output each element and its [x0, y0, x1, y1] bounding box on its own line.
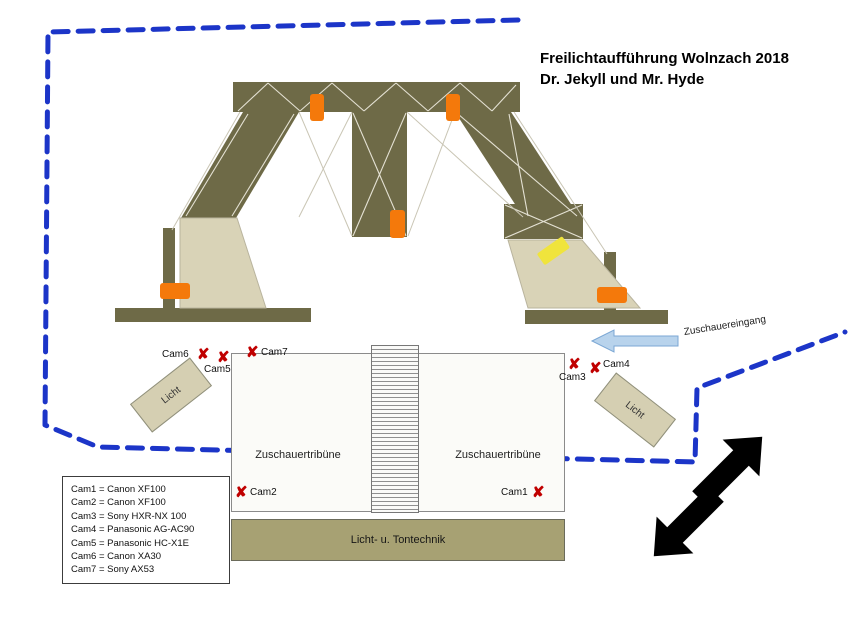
camera-label-cam6: Cam6 [162, 349, 189, 360]
yellow-marker [537, 236, 570, 265]
legend-item: Cam2 = Canon XF100 [71, 497, 166, 509]
legend-item: Cam5 = Panasonic HC-X1E [71, 537, 190, 549]
tribune-stairs [371, 345, 419, 513]
camera-label-cam3: Cam3 [559, 372, 586, 383]
camera-marker-cam5: ✘ [217, 349, 230, 366]
legend-item: Cam1 = Canon XF100 [71, 484, 166, 495]
camera-marker-cam7: ✘ [246, 344, 259, 361]
legend-item: Cam6 = Canon XA30 [71, 551, 162, 563]
stage-right-base [525, 310, 668, 324]
orange-marker-truss-left [310, 94, 324, 121]
camera-marker-cam1: ✘ [532, 484, 545, 501]
stage-markers-orange [160, 94, 627, 303]
tribune-left-label: Zuschauertribüne [255, 449, 341, 461]
camera-label-cam1: Cam1 [501, 487, 528, 498]
page-title: Freilichtaufführung Wolnzach 2018 Dr. Je… [540, 48, 789, 90]
stage-left-ramp [179, 217, 267, 309]
title-line1: Freilichtaufführung Wolnzach 2018 [540, 50, 789, 67]
camera-legend: Cam1 = Canon XF100 Cam2 = Canon XF100 Ca… [62, 476, 230, 584]
light-right-label: Licht [623, 399, 647, 421]
legend-item: Cam3 = Sony HXR-NX 100 [71, 510, 187, 522]
orange-marker-right-band [597, 287, 627, 303]
legend-item: Cam7 = Sony AX53 [71, 564, 155, 576]
orange-marker-column [390, 210, 405, 238]
tribune-right-label: Zuschauertribüne [455, 449, 541, 461]
camera-label-cam7: Cam7 [261, 347, 288, 358]
orange-marker-left-band [160, 283, 190, 299]
entrance-arrow-blue [590, 329, 679, 353]
camera-marker-cam3: ✘ [568, 356, 581, 373]
tech-bar-label: Licht- u. Tontechnik [350, 534, 446, 546]
light-left-label: Licht [159, 384, 183, 406]
guy-wires [171, 111, 608, 255]
entrance-black-arrows [653, 436, 763, 557]
black-arrow-down-left-icon [653, 486, 724, 557]
camera-marker-cam2: ✘ [235, 484, 248, 501]
tech-bar: Licht- u. Tontechnik [231, 519, 565, 561]
orange-marker-truss-right [446, 94, 460, 121]
truss-bracing-lines [185, 82, 583, 239]
stage-left-base [115, 308, 311, 322]
stage-top-truss [233, 82, 520, 112]
camera-label-cam4: Cam4 [603, 359, 630, 370]
camera-marker-cam6: ✘ [197, 346, 210, 363]
legend-item: Cam4 = Panasonic AG-AC90 [71, 524, 195, 536]
camera-label-cam2: Cam2 [250, 487, 277, 498]
stage-left-band [163, 228, 175, 312]
title-line2: Dr. Jekyll und Mr. Hyde [540, 71, 705, 88]
perimeter-dashed-line [42, 17, 848, 465]
stage-left-tower [181, 112, 299, 218]
camera-marker-cam4: ✘ [589, 360, 602, 377]
camera-label-cam5: Cam5 [204, 364, 231, 375]
